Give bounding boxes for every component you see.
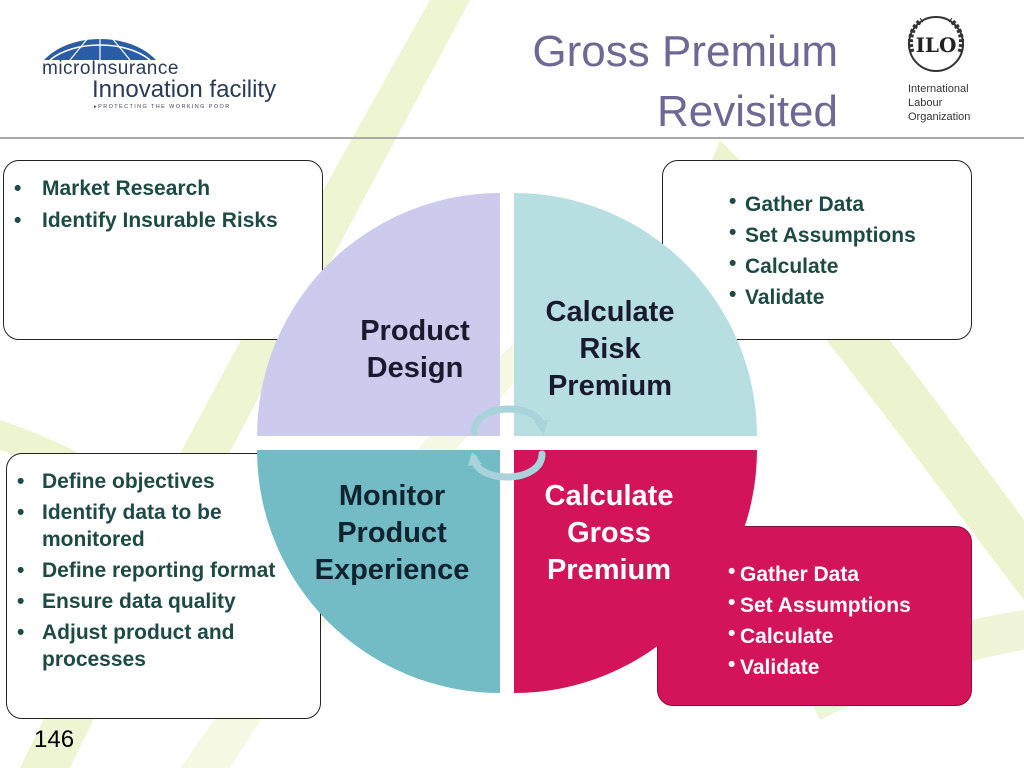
list-item: Define objectives — [7, 468, 320, 495]
ilo-name-line1: International — [908, 83, 969, 95]
label-calculate-gross-premium: Calculate Gross Premium — [544, 480, 674, 586]
umbrella-arc-icon — [44, 35, 156, 61]
list-item: Ensure data quality — [7, 588, 320, 615]
list-item: Define reporting format — [7, 557, 320, 584]
cycle-diagram — [257, 193, 757, 693]
list-item: Gather Data — [728, 558, 971, 588]
list-item: Validate — [729, 281, 971, 311]
header-divider — [0, 137, 1024, 139]
bullet-list-bottom-left: Define objectives Identify data to be mo… — [7, 468, 320, 673]
logo-text-innovation: Innovation facility — [92, 76, 277, 103]
cycle-arrow-top-head-icon — [534, 420, 548, 434]
quadrant-calculate-risk-premium — [514, 193, 757, 436]
logo-text-micro: micro — [42, 58, 91, 79]
quadrant-monitor-product-experience — [257, 450, 500, 693]
list-item: Adjust product and processes — [7, 619, 320, 673]
list-item: Calculate — [729, 250, 971, 280]
list-item: Market Research — [4, 175, 322, 202]
ilo-logo: ILO International Labour Organization — [898, 12, 988, 123]
ilo-seal-icon: ILO — [907, 16, 965, 72]
page-title: Gross Premium Revisited — [532, 27, 838, 136]
box-product-design-steps: Market Research Identify Insurable Risks — [3, 160, 323, 340]
list-item: Identify data to be monitored — [7, 499, 320, 553]
page-number: 146 — [34, 726, 75, 753]
cycle-arrow-bottom-head-icon — [468, 452, 482, 466]
logo-text-insurance: Insurance — [90, 58, 179, 79]
label-calculate-risk-premium: Calculate Risk Premium — [545, 296, 675, 402]
list-item: Set Assumptions — [728, 589, 971, 619]
bullet-list-top-right: Gather Data Set Assumptions Calculate Va… — [729, 188, 971, 311]
ilo-name-line2: Labour — [908, 97, 943, 109]
ilo-seal-letters: ILO — [916, 33, 957, 57]
list-item: Validate — [728, 651, 971, 681]
list-item: Identify Insurable Risks — [4, 207, 322, 234]
label-monitor-product-experience: Monitor Product Experience — [314, 480, 470, 586]
list-item: Calculate — [728, 620, 971, 650]
cycle-arrow-top-icon — [470, 405, 546, 436]
ilo-name-line3: Organization — [908, 111, 971, 123]
label-product-design: Product Design — [360, 315, 470, 384]
cycle-arrow-bottom-icon — [470, 450, 546, 481]
bullet-list-bottom-right: Gather Data Set Assumptions Calculate Va… — [728, 558, 971, 681]
quadrant-product-design — [257, 193, 500, 436]
quadrant-calculate-gross-premium — [514, 450, 757, 693]
bullet-list-top-left: Market Research Identify Insurable Risks — [4, 175, 322, 234]
list-item: Set Assumptions — [729, 219, 971, 249]
list-item: Gather Data — [729, 188, 971, 218]
microinsurance-facility-logo: microInsurance Innovation facility ▸PROT… — [38, 30, 278, 114]
logo-tagline: ▸PROTECTING THE WORKING POOR — [94, 104, 231, 110]
